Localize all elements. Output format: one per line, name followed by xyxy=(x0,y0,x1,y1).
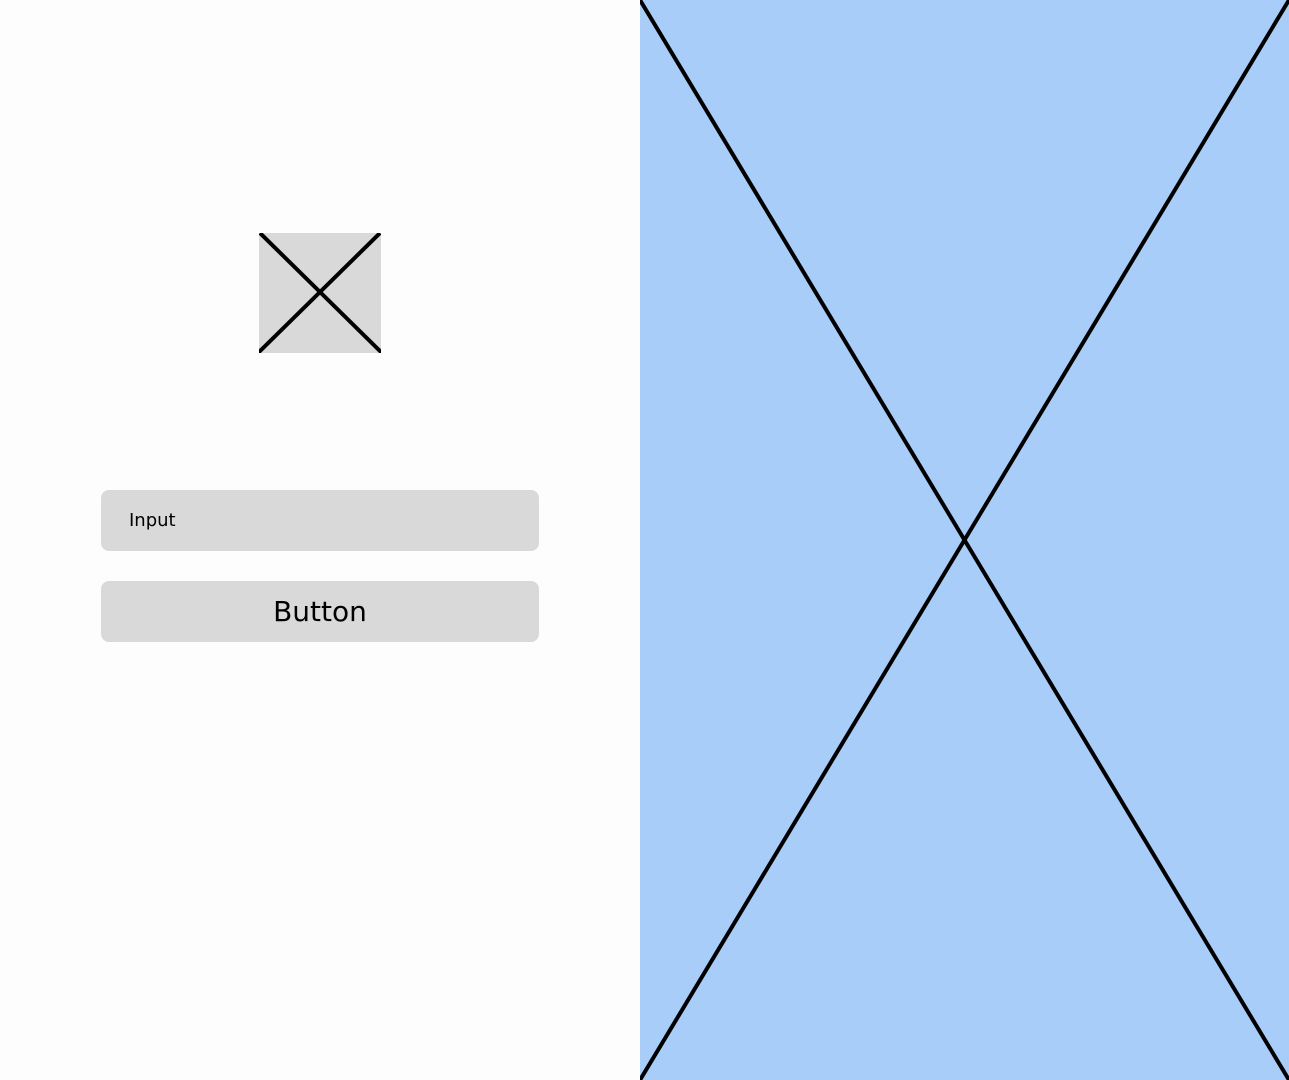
logo-placeholder-graphic xyxy=(259,233,381,353)
logo-image-placeholder-icon xyxy=(259,233,381,353)
form-panel: Button xyxy=(0,0,640,1080)
logo-placeholder-cross-line xyxy=(259,233,381,353)
hero-image-placeholder-icon xyxy=(640,0,1289,1080)
hero-placeholder-cross-line xyxy=(640,0,1289,1080)
hero-placeholder-graphic xyxy=(640,0,1289,1080)
primary-button[interactable]: Button xyxy=(101,581,539,642)
text-input[interactable] xyxy=(101,490,539,551)
